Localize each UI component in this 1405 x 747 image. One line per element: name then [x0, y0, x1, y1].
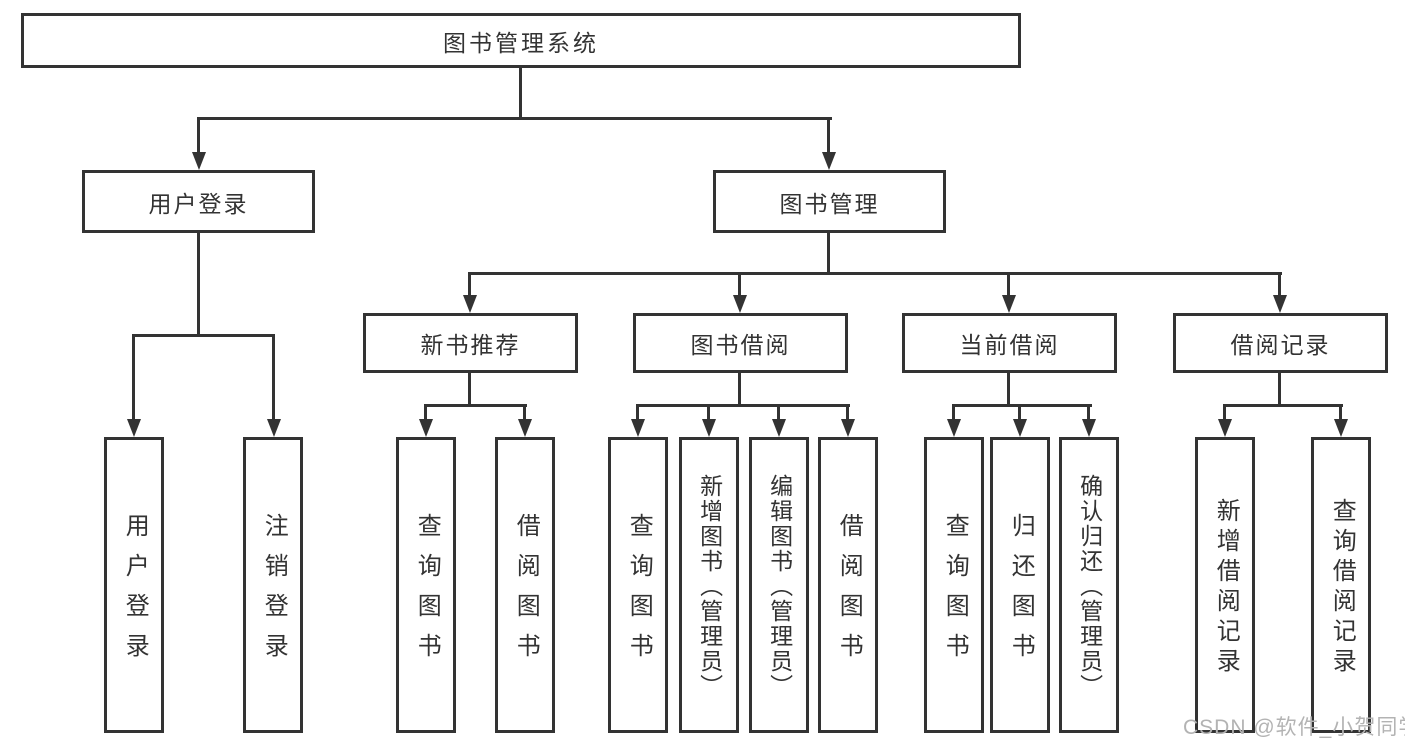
leaf-label: 借阅图书 [512, 513, 540, 673]
node-borrow-records-label: 借阅记录 [1230, 332, 1331, 358]
arrow-down-icon [518, 419, 532, 437]
arrow-down-icon [631, 419, 645, 437]
arrow-down-icon [1002, 295, 1016, 313]
connector-drop [1223, 404, 1226, 422]
arrow-down-icon [1013, 419, 1027, 437]
leaf-label: 查询图书 [941, 513, 969, 673]
arrow-down-icon [463, 295, 477, 313]
connector-drop-current-borrow [1007, 272, 1010, 298]
node-leaf-bb-add-books: 新增图书（管理员） [679, 437, 739, 733]
node-borrow-records: 借阅记录 [1173, 313, 1388, 373]
node-leaf-rec-query-books: 查询图书 [396, 437, 456, 733]
node-leaf-bb-query-books: 查询图书 [608, 437, 668, 733]
leaf-label: 新增图书（管理员） [696, 473, 723, 699]
node-root-label: 图书管理系统 [443, 29, 599, 56]
leaf-label: 新增借阅记录 [1212, 498, 1240, 678]
arrow-down-icon [947, 419, 961, 437]
arrow-down-icon [772, 419, 786, 437]
leaf-label: 归还图书 [1007, 513, 1035, 673]
node-book-mgmt: 图书管理 [713, 170, 946, 233]
arrow-down-icon [822, 152, 836, 170]
connector-drop [424, 404, 427, 422]
leaf-label: 注销登录 [260, 513, 288, 673]
arrow-down-icon [841, 419, 855, 437]
connector-drop [523, 404, 526, 422]
leaf-label: 确认归还（管理员） [1076, 473, 1103, 699]
node-current-borrow-label: 当前借阅 [959, 332, 1060, 358]
leaf-label: 查询图书 [413, 513, 441, 673]
node-leaf-bb-borrow-books: 借阅图书 [818, 437, 878, 733]
node-user-login: 用户登录 [82, 170, 315, 233]
node-book-borrow: 图书借阅 [633, 313, 848, 373]
leaf-label: 编辑图书（管理员） [766, 473, 793, 699]
leaf-label: 查询图书 [625, 513, 653, 673]
connector-drop-leaf-logout [272, 334, 275, 424]
node-book-mgmt-label: 图书管理 [779, 190, 880, 217]
connector-drop [707, 404, 710, 422]
node-user-login-label: 用户登录 [148, 190, 249, 217]
node-leaf-user-login: 用户登录 [104, 437, 164, 733]
connector-drop [952, 404, 955, 422]
leaf-label: 借阅图书 [835, 513, 863, 673]
connector-book-mgmt-stem [827, 232, 830, 275]
arrow-down-icon [267, 419, 281, 437]
node-root: 图书管理系统 [21, 13, 1021, 68]
connector-drop [1087, 404, 1090, 422]
node-leaf-br-add-record: 新增借阅记录 [1195, 437, 1255, 733]
node-leaf-logout: 注销登录 [243, 437, 303, 733]
arrow-down-icon [1273, 295, 1287, 313]
node-leaf-rec-borrow-books: 借阅图书 [495, 437, 555, 733]
connector-drop-book-borrow [738, 272, 741, 298]
connector-borrow-records-rail [1223, 404, 1343, 407]
connector-drop [1339, 404, 1342, 422]
arrow-down-icon [702, 419, 716, 437]
node-new-book-rec: 新书推荐 [363, 313, 578, 373]
connector-new-book-rec-rail [424, 404, 527, 407]
connector-book-borrow-rail [636, 404, 850, 407]
connector-drop [636, 404, 639, 422]
arrow-down-icon [1082, 419, 1096, 437]
node-current-borrow: 当前借阅 [902, 313, 1117, 373]
connector-book-borrow-stem [738, 373, 741, 406]
connector-drop-borrow-records [1278, 272, 1281, 298]
connector-borrow-records-stem [1278, 373, 1281, 406]
node-leaf-cb-return-books: 归还图书 [990, 437, 1050, 733]
connector-drop [846, 404, 849, 422]
connector-drop [1018, 404, 1021, 422]
connector-book-mgmt-rail [468, 272, 1282, 275]
connector-drop-user-login [197, 117, 200, 155]
node-leaf-cb-query-books: 查询图书 [924, 437, 984, 733]
arrow-down-icon [127, 419, 141, 437]
connector-root-stem [519, 67, 522, 119]
node-leaf-cb-confirm-return: 确认归还（管理员） [1059, 437, 1119, 733]
connector-user-login-rail [132, 334, 275, 337]
connector-current-borrow-stem [1007, 373, 1010, 406]
connector-current-borrow-rail [952, 404, 1092, 407]
connector-drop-new-book-rec [468, 272, 471, 298]
connector-drop [777, 404, 780, 422]
arrow-down-icon [733, 295, 747, 313]
leaf-label: 用户登录 [121, 513, 149, 673]
connector-user-login-stem [197, 233, 200, 336]
watermark: CSDN @软件_小贺同学 [1183, 716, 1405, 739]
node-leaf-br-query-record: 查询借阅记录 [1311, 437, 1371, 733]
connector-new-book-rec-stem [468, 373, 471, 406]
arrow-down-icon [1218, 419, 1232, 437]
connector-root-rail [197, 117, 832, 120]
connector-drop-leaf-user-login [132, 334, 135, 424]
node-book-borrow-label: 图书借阅 [690, 332, 791, 358]
leaf-label: 查询借阅记录 [1328, 498, 1356, 678]
node-new-book-rec-label: 新书推荐 [420, 332, 521, 358]
node-leaf-bb-edit-books: 编辑图书（管理员） [749, 437, 809, 733]
arrow-down-icon [1334, 419, 1348, 437]
arrow-down-icon [192, 152, 206, 170]
connector-drop-book-mgmt [827, 117, 830, 155]
arrow-down-icon [419, 419, 433, 437]
